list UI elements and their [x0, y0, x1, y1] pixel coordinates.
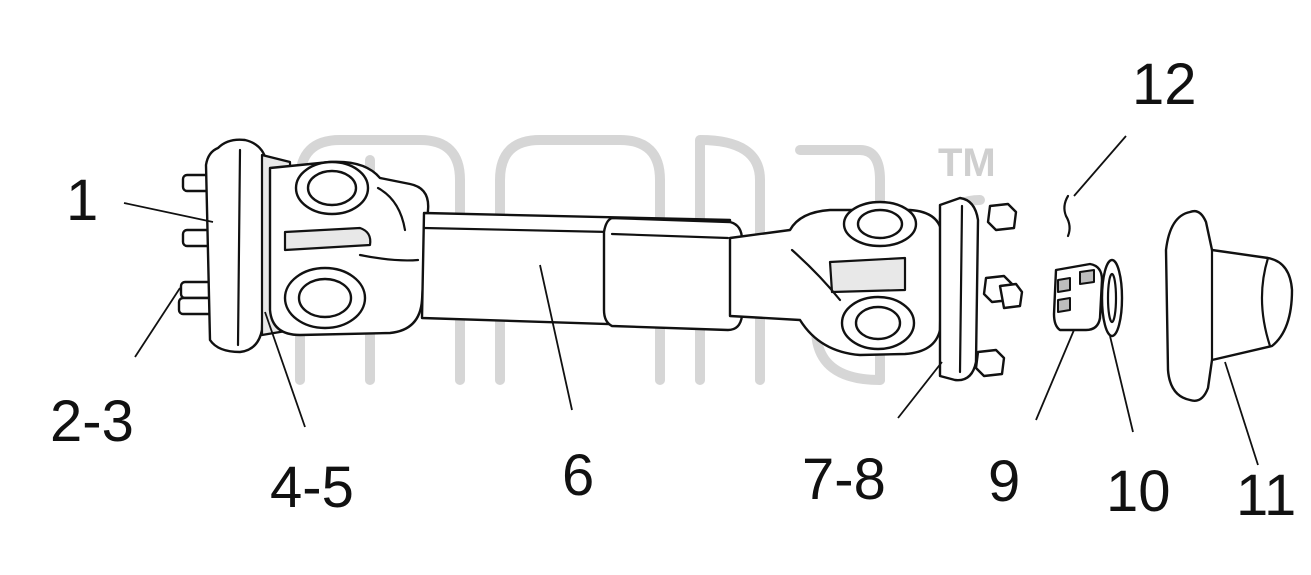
callout-9: 9 — [988, 449, 1020, 514]
callout-4-5: 4-5 — [270, 455, 354, 520]
right-flange — [938, 196, 1024, 382]
callout-10: 10 — [1106, 459, 1171, 524]
cotter-pin — [1063, 194, 1071, 238]
trademark-label: TM — [938, 141, 996, 185]
callout-1: 1 — [66, 168, 98, 233]
castellated-nut — [1052, 262, 1104, 332]
washer — [1100, 258, 1124, 338]
callout-12: 12 — [1132, 52, 1197, 117]
callout-7-8: 7-8 — [802, 447, 886, 512]
leader-lines — [123, 135, 1259, 466]
callout-6: 6 — [562, 443, 594, 508]
callout-labels: 1 2-3 4-5 6 7-8 9 10 11 12 — [50, 52, 1296, 528]
callout-11: 11 — [1236, 463, 1296, 528]
left-universal-joint — [268, 160, 430, 337]
callout-2-3: 2-3 — [50, 389, 134, 454]
companion-flange — [1164, 209, 1294, 402]
right-universal-joint — [728, 200, 944, 357]
shaft-tube — [420, 211, 744, 332]
